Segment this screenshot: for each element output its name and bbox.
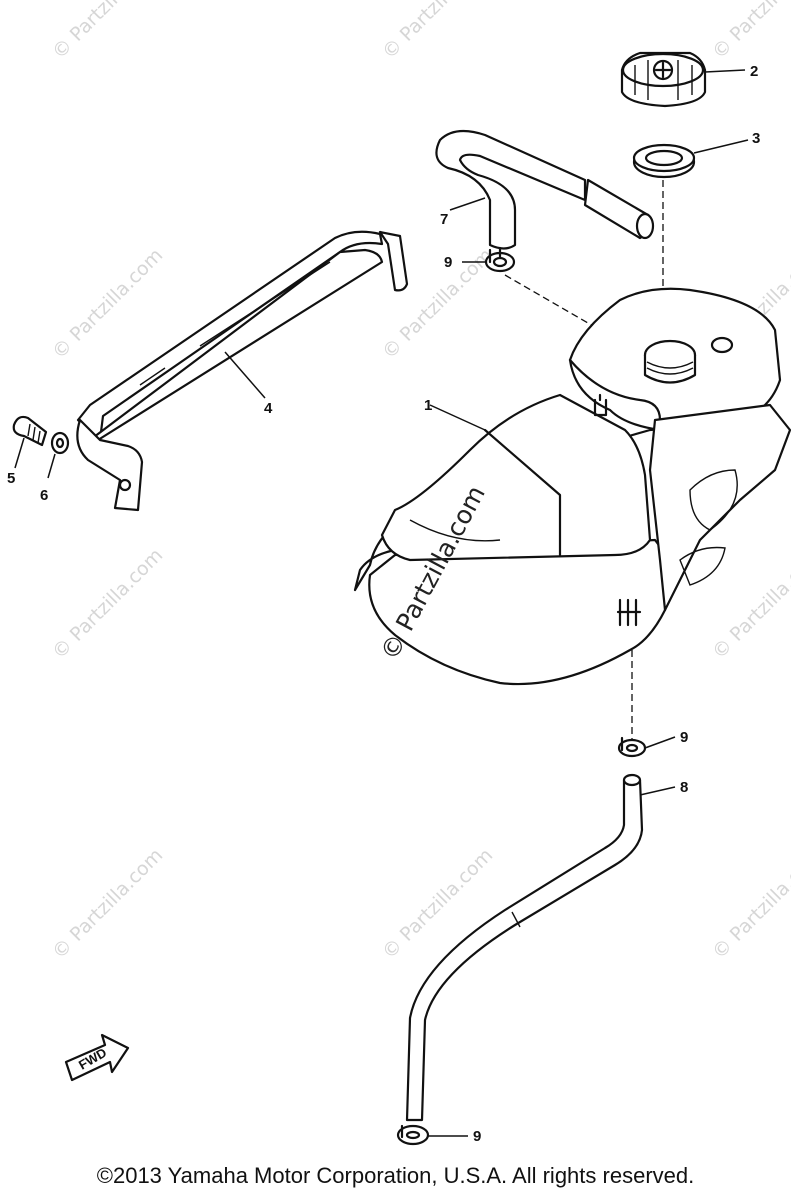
callout-8: 8 xyxy=(680,779,688,796)
leader-lines xyxy=(14,69,749,1137)
watermark: © Partzilla.com xyxy=(708,844,791,963)
watermark: © Partzilla.com xyxy=(48,544,167,663)
watermark: © Partzilla.com xyxy=(48,244,167,363)
fuel-tank xyxy=(353,287,791,686)
forward-arrow-icon: FWD xyxy=(64,1033,130,1082)
callout-4: 4 xyxy=(264,400,273,417)
watermark: © Partzilla.com xyxy=(48,0,167,64)
cap-gasket xyxy=(632,143,696,179)
watermark: © Partzilla.com xyxy=(708,0,791,64)
hose-clip xyxy=(617,736,647,758)
callout-3: 3 xyxy=(752,130,760,147)
copyright-notice: ©2013 Yamaha Motor Corporation, U.S.A. A… xyxy=(96,1163,695,1188)
watermark: © Partzilla.com xyxy=(48,844,167,963)
tank-cap xyxy=(620,51,707,108)
breather-hose xyxy=(435,129,655,250)
watermark: © Partzilla.com xyxy=(378,0,497,64)
callout-9-top: 9 xyxy=(444,254,452,271)
callout-7: 7 xyxy=(440,211,448,228)
callout-2: 2 xyxy=(750,63,758,80)
callout-6: 6 xyxy=(40,487,48,504)
bolt xyxy=(12,415,48,447)
callout-1: 1 xyxy=(424,397,432,414)
callout-9-mid: 9 xyxy=(680,729,688,746)
fuel-hose xyxy=(405,773,644,1122)
tank-strap xyxy=(76,230,409,512)
hose-clip xyxy=(396,1124,430,1146)
washer xyxy=(50,431,70,455)
callout-5: 5 xyxy=(7,470,15,487)
callout-9-bottom: 9 xyxy=(473,1128,481,1145)
callouts: 1 2 3 4 5 6 7 8 9 9 9 xyxy=(7,63,760,1145)
hose-clip xyxy=(484,246,516,273)
